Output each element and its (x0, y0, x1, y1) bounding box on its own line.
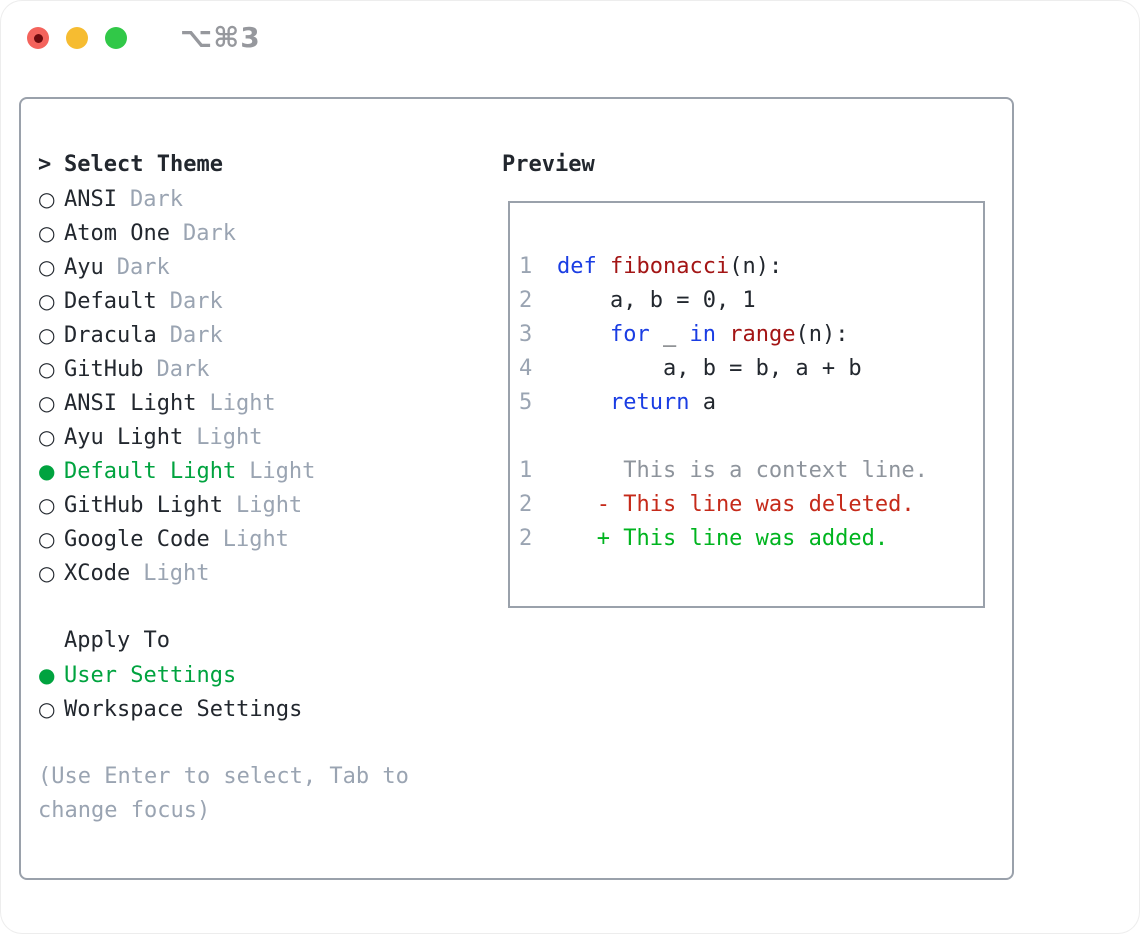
theme-variant-badge: Light (143, 561, 210, 586)
line-number: 2 (519, 492, 533, 517)
code-segment: (n): (729, 254, 783, 279)
titlebar: ⌥⌘3 (27, 21, 261, 54)
line-number: 1 (519, 458, 533, 483)
close-dot-icon (33, 33, 43, 43)
code-segment (557, 322, 610, 347)
zoom-button[interactable] (105, 27, 127, 49)
line-number: 3 (519, 322, 533, 347)
code-segment: in (689, 322, 716, 347)
theme-variant-badge: Light (222, 527, 289, 552)
line-number: 4 (519, 356, 533, 381)
theme-variant-badge: Light (209, 391, 276, 416)
code-segment: for (609, 322, 650, 347)
code-segment: def (557, 254, 610, 279)
theme-variant-badge: Light (235, 493, 303, 518)
theme-variant-badge: Dark (169, 289, 223, 314)
line-number: 2 (519, 288, 533, 313)
code-segment: a (689, 390, 716, 415)
radio-icon: ○ (38, 221, 56, 245)
window-shortcut-label: ⌥⌘3 (180, 21, 261, 54)
radio-icon: ○ (38, 425, 56, 449)
apply-option-user-settings[interactable]: ●User Settings (38, 658, 420, 692)
blank-line (519, 420, 983, 454)
code-segment: a, b = b, a + b (557, 356, 862, 381)
code-segment: range (729, 322, 796, 347)
code-segment: return (609, 390, 690, 415)
radio-icon: ● (38, 459, 56, 483)
code-segment: (n): (795, 322, 849, 347)
radio-icon: ○ (38, 357, 56, 381)
focus-arrow-icon: > (38, 152, 52, 177)
radio-icon: ○ (38, 493, 56, 517)
minimize-button[interactable] (66, 27, 88, 49)
code-line-2: 2 a, b = 0, 1 (519, 284, 983, 318)
radio-icon: ○ (38, 255, 56, 279)
diff-text: + This line was added. (557, 526, 889, 551)
code-segment: fibonacci (609, 254, 730, 279)
code-line-5: 5 return a (519, 386, 983, 420)
code-line-3: 3 for _ in range(n): (519, 318, 983, 352)
theme-variant-badge: Light (249, 459, 316, 484)
select-theme-header: > Select Theme (38, 148, 420, 182)
apply-option-workspace-settings[interactable]: ○Workspace Settings (38, 692, 420, 726)
code-line-4: 4 a, b = b, a + b (519, 352, 983, 386)
radio-icon: ○ (38, 187, 56, 211)
code-segment: a, b = 0, 1 (557, 288, 756, 313)
code-line-1: 1 def fibonacci(n): (519, 250, 983, 284)
section-title: Select Theme (64, 152, 223, 177)
line-number: 1 (519, 254, 533, 279)
hint-text: (Use Enter to select, Tab to change focu… (38, 764, 409, 823)
diff-line-context: 1 This is a context line. (519, 454, 983, 488)
close-button[interactable] (27, 27, 49, 49)
theme-variant-badge: Dark (129, 187, 183, 212)
code-segment: _ (649, 322, 690, 347)
diff-line-deleted: 2 - This line was deleted. (519, 488, 983, 522)
theme-variant-badge: Dark (116, 255, 170, 280)
radio-icon: ○ (38, 391, 56, 415)
radio-icon: ● (38, 663, 56, 687)
diff-text: This is a context line. (557, 458, 928, 483)
code-segment (716, 322, 729, 347)
theme-variant-badge: Dark (156, 357, 210, 382)
preview-title: Preview (502, 152, 595, 177)
theme-variant-badge: Light (196, 425, 263, 450)
radio-icon: ○ (38, 561, 56, 585)
code-segment (557, 390, 610, 415)
radio-icon: ○ (38, 289, 56, 313)
line-number: 5 (519, 390, 533, 415)
apply-to-header: Apply To (64, 628, 170, 653)
diff-text: - This line was deleted. (557, 492, 915, 517)
theme-variant-badge: Dark (182, 221, 236, 246)
radio-icon: ○ (38, 527, 56, 551)
radio-icon: ○ (38, 697, 56, 721)
line-number: 2 (519, 526, 533, 551)
radio-icon: ○ (38, 323, 56, 347)
theme-variant-badge: Dark (169, 323, 223, 348)
diff-line-added: 2 + This line was added. (519, 522, 983, 556)
